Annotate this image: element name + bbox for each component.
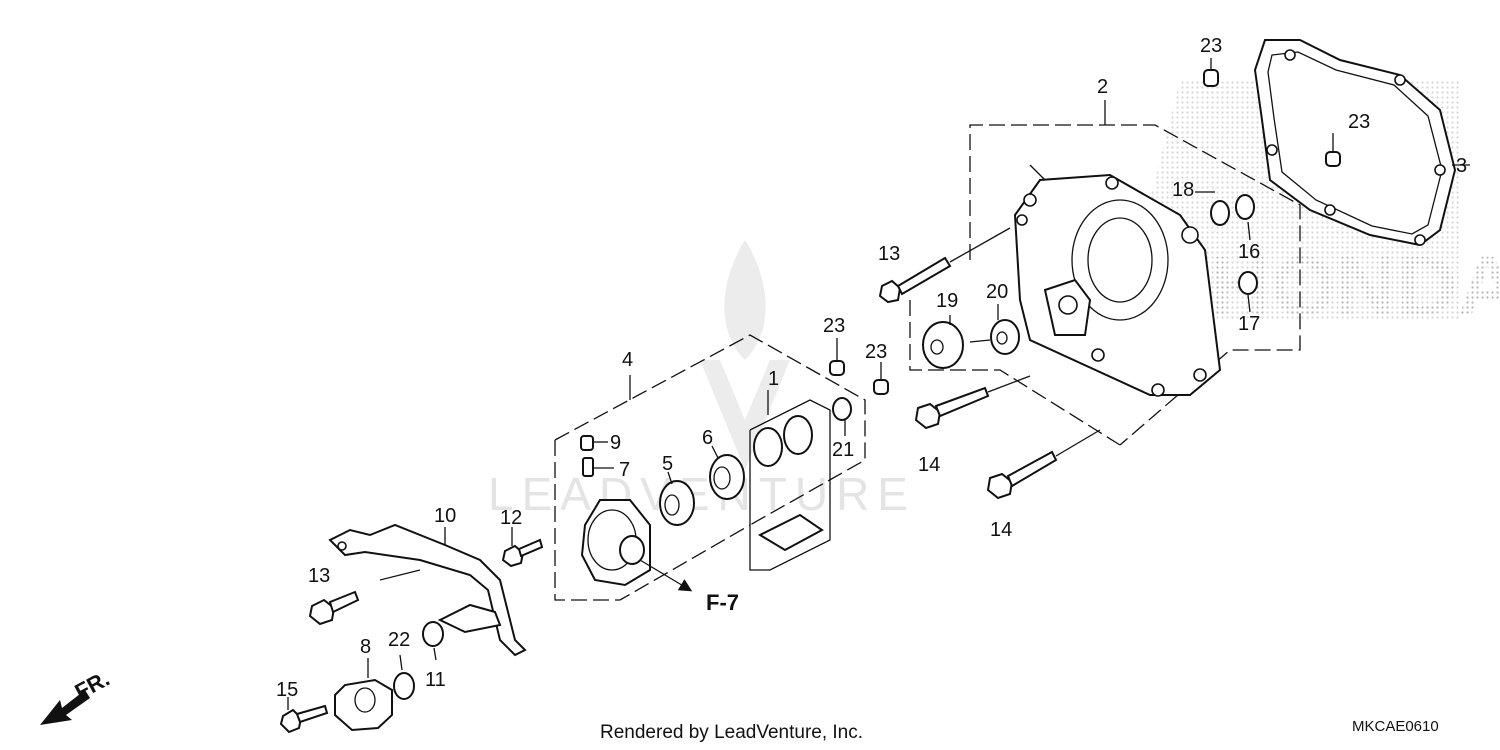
- assembly-outline-1: [749, 390, 831, 571]
- label-14-lower: 14: [990, 519, 1012, 541]
- part-labels: 1 2 3 4 5 6 7 8 9 10 11 12 13 13 14 14 1…: [276, 35, 1467, 701]
- assembly-outline-4: [554, 334, 866, 601]
- footer-credit: Rendered by LeadVenture, Inc.: [600, 722, 863, 743]
- bolts-13-14: [878, 227, 1101, 500]
- seals-16-17-18: [1195, 191, 1258, 313]
- label-20: 20: [986, 281, 1008, 303]
- label-23-a: 23: [1200, 35, 1222, 57]
- label-12: 12: [500, 507, 522, 529]
- bolt-13-lower: [308, 590, 360, 626]
- svg-text:LEADVENTURE: LEADVENTURE: [488, 468, 916, 520]
- label-19: 19: [936, 290, 958, 312]
- label-23-c: 23: [823, 315, 845, 337]
- gasket-3: [1253, 39, 1470, 247]
- label-5: 5: [662, 453, 673, 475]
- label-11: 11: [425, 669, 446, 691]
- seal-11-oring-22: [393, 621, 444, 700]
- dowel-pins: [829, 58, 1341, 395]
- label-6: 6: [702, 427, 713, 449]
- bolt-12: [501, 527, 544, 568]
- fittings-7-9: [580, 435, 614, 477]
- front-arrow: FR.: [40, 666, 114, 725]
- bracket-10: [328, 523, 527, 657]
- seal-21: [832, 397, 852, 436]
- label-17: 17: [1238, 313, 1260, 335]
- sensor-8: [334, 658, 393, 732]
- o-rings-1: [753, 415, 824, 552]
- label-14-upper: 14: [918, 454, 940, 476]
- label-23-b: 23: [1348, 111, 1370, 133]
- bearings-19-20: [922, 304, 1020, 369]
- pump-body-4: [580, 499, 693, 592]
- label-23-d: 23: [865, 341, 887, 363]
- label-13-upper: 13: [878, 243, 900, 265]
- label-10: 10: [434, 505, 456, 527]
- reference-label: F-7: [706, 590, 739, 615]
- cover-2: [1013, 164, 1222, 397]
- label-7: 7: [619, 459, 630, 481]
- label-15: 15: [276, 679, 298, 701]
- label-9: 9: [610, 432, 621, 454]
- center-watermark: LEADVENTURE: [488, 240, 916, 520]
- label-4: 4: [622, 349, 633, 371]
- bolt-15: [279, 697, 329, 734]
- svg-text:HONDA: HONDA: [1210, 239, 1500, 333]
- label-1: 1: [768, 368, 779, 390]
- label-8: 8: [360, 636, 371, 658]
- label-2: 2: [1097, 76, 1108, 98]
- label-21: 21: [832, 439, 854, 461]
- label-16: 16: [1238, 241, 1260, 263]
- assembly-outline-2: [909, 100, 1301, 446]
- label-22: 22: [388, 629, 410, 651]
- diagram-code: MKCAE0610: [1352, 718, 1439, 735]
- label-13-lower: 13: [308, 565, 330, 587]
- label-18: 18: [1172, 179, 1194, 201]
- impeller-5-seal-6: [659, 445, 745, 526]
- label-3: 3: [1456, 155, 1467, 177]
